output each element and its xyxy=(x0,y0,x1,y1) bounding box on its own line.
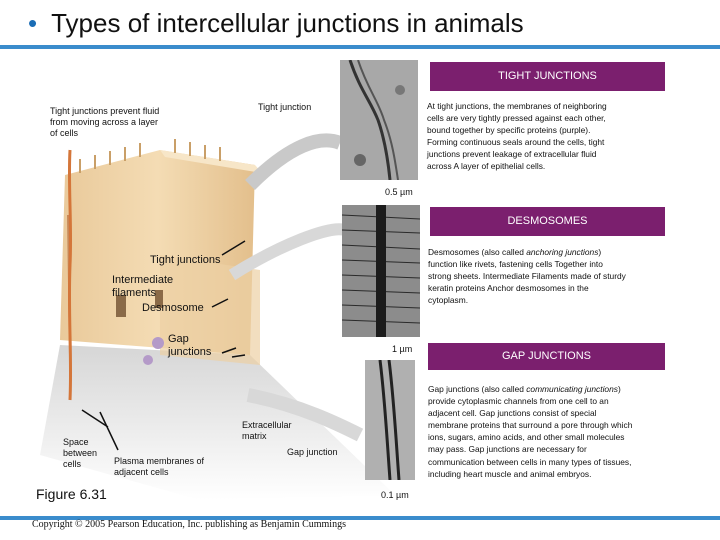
page-title: • Types of intercellular junctions in ani… xyxy=(28,8,524,39)
label-space-between-cells: Space between cells xyxy=(63,437,108,470)
label-tight-prevent: Tight junctions prevent fluid from movin… xyxy=(50,106,165,139)
gap-junctions-banner: GAP JUNCTIONS xyxy=(428,343,665,370)
desmosomes-description: Desmosomes (also called anchoring juncti… xyxy=(428,246,628,306)
bullet-icon: • xyxy=(28,8,37,38)
tight-micrograph-texture xyxy=(340,60,418,180)
label-plasma-membranes: Plasma membranes of adjacent cells xyxy=(114,456,214,478)
label-desmosome: Desmosome xyxy=(142,302,204,315)
label-tight-junction: Tight junction xyxy=(258,102,311,113)
desmosomes-banner: DESMOSOMES xyxy=(430,207,665,236)
figure-label: Figure 6.31 xyxy=(36,486,107,502)
tight-junctions-banner: TIGHT JUNCTIONS xyxy=(430,62,665,91)
gap-junction-dot xyxy=(152,337,164,349)
page-title-text: Types of intercellular junctions in anim… xyxy=(51,8,524,38)
desmosome-micrograph xyxy=(342,205,420,337)
gap-text-em: communicating junctions xyxy=(526,384,618,394)
tight-junction-strand xyxy=(69,150,70,400)
gap-junction-dot-2 xyxy=(143,355,153,365)
tight-scale-label: 0.5 µm xyxy=(385,187,413,197)
gap-text-post: ) provide cytoplasmic channels from one … xyxy=(428,384,632,479)
gap-junction-micrograph xyxy=(365,360,415,480)
label-gap-junction: Gap junction xyxy=(287,447,338,458)
label-tight-junctions: Tight junctions xyxy=(150,254,221,267)
label-extracellular-matrix: Extracellular matrix xyxy=(242,420,292,442)
label-gap-junctions: Gap junctions xyxy=(168,333,223,359)
desmosome-micrograph-texture xyxy=(342,205,420,337)
copyright-text: Copyright © 2005 Pearson Education, Inc.… xyxy=(32,519,346,530)
gap-micrograph-texture xyxy=(365,360,415,480)
desmo-text-pre: Desmosomes (also called xyxy=(428,247,526,257)
tight-junction-micrograph xyxy=(340,60,418,180)
tight-junctions-description: At tight junctions, the membranes of nei… xyxy=(427,100,619,173)
gap-scale-label: 0.1 µm xyxy=(381,490,409,500)
top-divider xyxy=(0,45,720,49)
gap-junctions-description: Gap junctions (also called communicating… xyxy=(428,383,638,480)
arrow-to-tight-micrograph xyxy=(250,140,340,185)
desmo-text-em: anchoring junctions xyxy=(526,247,598,257)
label-intermediate-filaments: Intermediate filaments xyxy=(112,274,192,300)
desmosome-scale-label: 1 µm xyxy=(392,344,412,354)
gap-text-pre: Gap junctions (also called xyxy=(428,384,526,394)
